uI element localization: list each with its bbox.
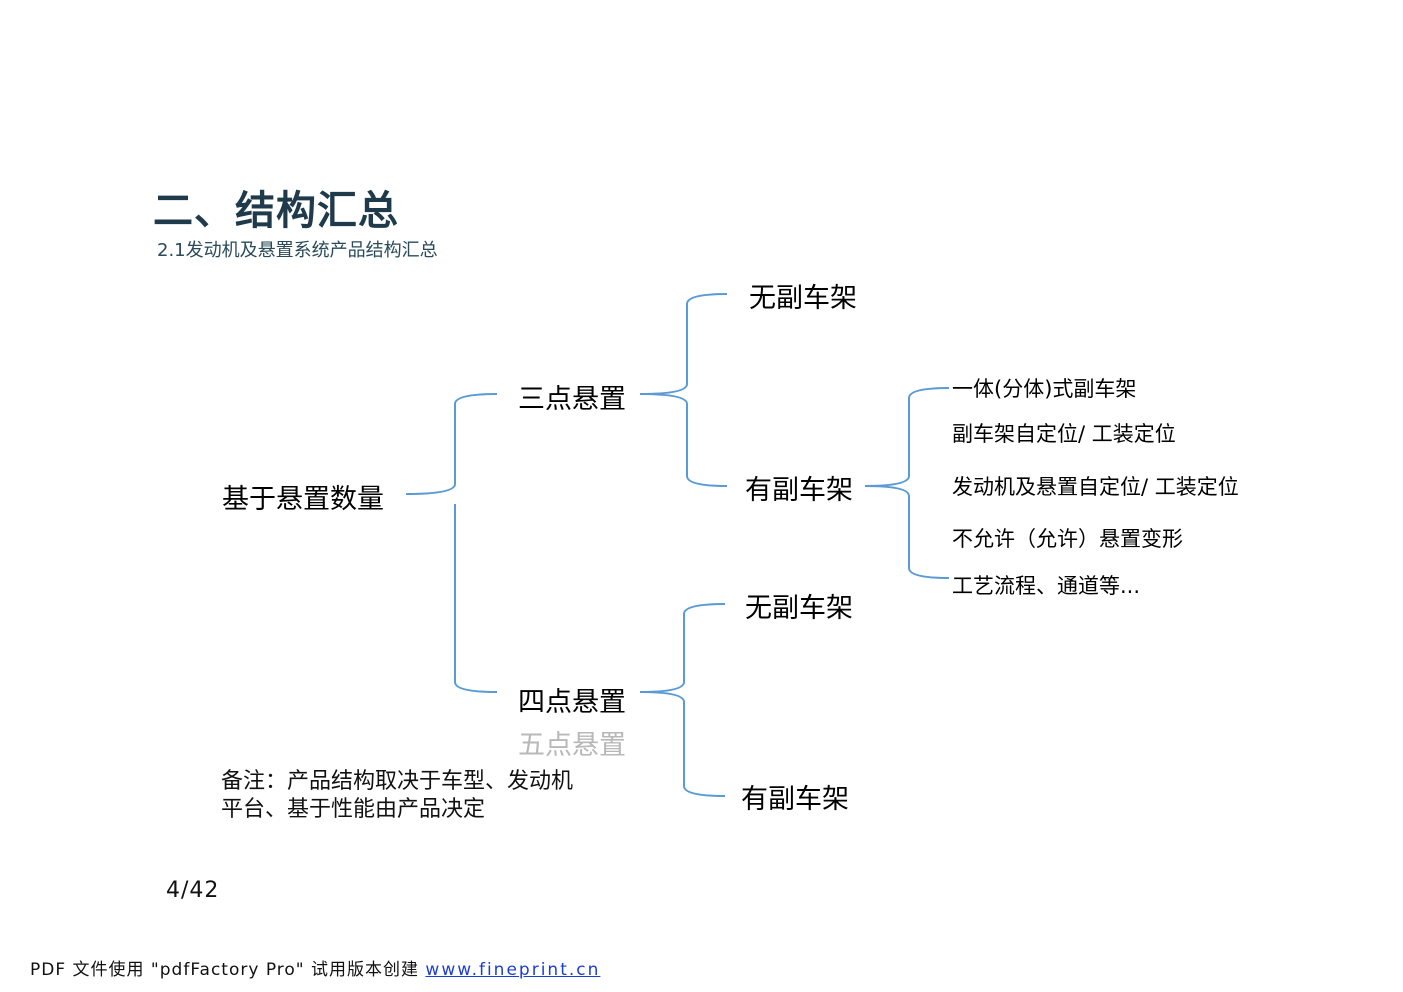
connector-details xyxy=(864,387,950,579)
node-three-with-subframe: 有副车架 xyxy=(745,475,853,506)
tree-root: 基于悬置数量 xyxy=(222,484,384,515)
connector-four-point xyxy=(639,603,726,797)
node-four-point: 四点悬置 xyxy=(518,687,626,718)
footer-text: PDF 文件使用 "pdfFactory Pro" 试用版本创建 xyxy=(30,960,420,980)
footer: PDF 文件使用 "pdfFactory Pro" 试用版本创建 www.fin… xyxy=(30,955,600,980)
detail-item: 不允许（允许）悬置变形 xyxy=(952,527,1183,551)
connector-three-point xyxy=(639,293,728,487)
page-number: 4/42 xyxy=(166,878,220,903)
connector-root xyxy=(405,393,498,693)
detail-item: 工艺流程、通道等... xyxy=(952,574,1141,598)
detail-item: 副车架自定位/ 工装定位 xyxy=(952,422,1176,446)
note-text: 备注：产品结构取决于车型、发动机平台、基于性能由产品决定 xyxy=(221,769,574,822)
page-subtitle: 2.1发动机及悬置系统产品结构汇总 xyxy=(157,240,438,261)
node-four-with-subframe: 有副车架 xyxy=(741,784,849,815)
node-three-no-subframe: 无副车架 xyxy=(749,283,857,314)
detail-item: 一体(分体)式副车架 xyxy=(952,377,1137,401)
node-three-point: 三点悬置 xyxy=(518,384,626,415)
node-five-point: 五点悬置 xyxy=(518,730,626,761)
node-four-no-subframe: 无副车架 xyxy=(745,593,853,624)
page-title: 二、结构汇总 xyxy=(153,188,399,234)
footer-link[interactable]: www.fineprint.cn xyxy=(425,960,601,980)
detail-item: 发动机及悬置自定位/ 工装定位 xyxy=(952,475,1239,499)
